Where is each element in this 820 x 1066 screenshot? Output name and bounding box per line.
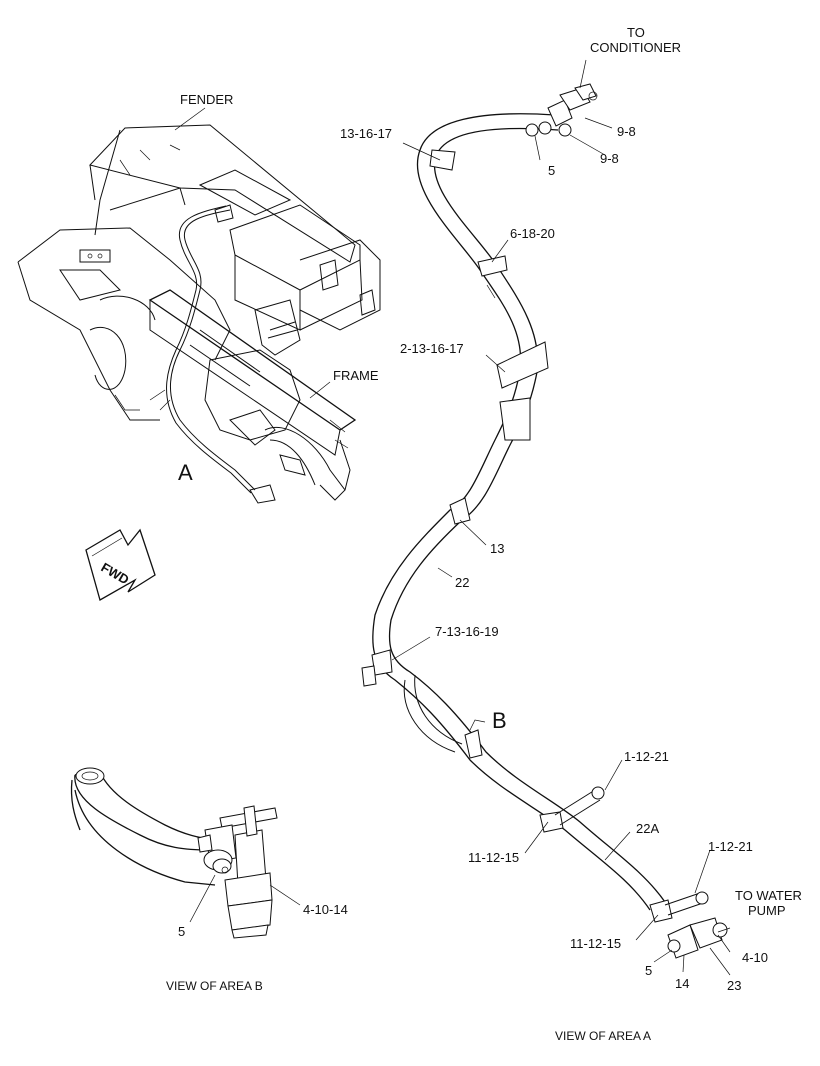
callout-11-12-15-b: 11-12-15 [570,936,621,951]
callout-5-view-b: 5 [178,924,185,939]
forward-arrow-icon: FWD [85,528,156,601]
callout-23: 23 [727,978,741,993]
main-hose-assembly [361,59,728,959]
area-b-marker: B [492,708,507,733]
valve-detail-area-b [70,767,278,939]
callout-6-18-20: 6-18-20 [510,226,555,241]
callout-1-12-21-a: 1-12-21 [624,749,669,764]
callout-4-10: 4-10 [742,950,768,965]
caption-view-of-area-b: VIEW OF AREA B [166,979,263,993]
to-water-pump-label-line2: PUMP [748,903,786,918]
fender-label: FENDER [180,92,233,107]
frame-leader [309,381,331,399]
callout-2-13-16-17: 2-13-16-17 [400,341,464,356]
callout-13-16-17: 13-16-17 [340,126,392,141]
leader-5-view-b [189,874,216,923]
caption-view-of-area-a: VIEW OF AREA A [555,1029,651,1043]
callout-1-12-21-b: 1-12-21 [708,839,753,854]
callout-11-12-15-a: 11-12-15 [468,850,519,865]
callout-5-top: 5 [548,163,555,178]
callout-14: 14 [675,976,689,991]
callout-leaders-area-a [391,117,731,976]
fwd-label: FWD [99,560,132,588]
callout-5-bottom: 5 [645,963,652,978]
callout-22: 22 [455,575,469,590]
callout-22a: 22A [636,821,659,836]
frame-label: FRAME [333,368,379,383]
callout-4-10-14: 4-10-14 [303,902,348,917]
to-conditioner-label-line2: CONDITIONER [590,40,681,55]
leader-4-10-14 [269,884,301,906]
machine-chassis-illustration [17,124,381,504]
to-conditioner-label-line1: TO [627,25,645,40]
area-a-marker: A [178,460,193,485]
callout-9-8-a: 9-8 [617,124,636,139]
fender-leader [174,107,206,131]
callout-9-8-b: 9-8 [600,151,619,166]
callout-13: 13 [490,541,504,556]
callout-7-13-16-19: 7-13-16-19 [435,624,499,639]
to-water-pump-label-line1: TO WATER [735,888,802,903]
